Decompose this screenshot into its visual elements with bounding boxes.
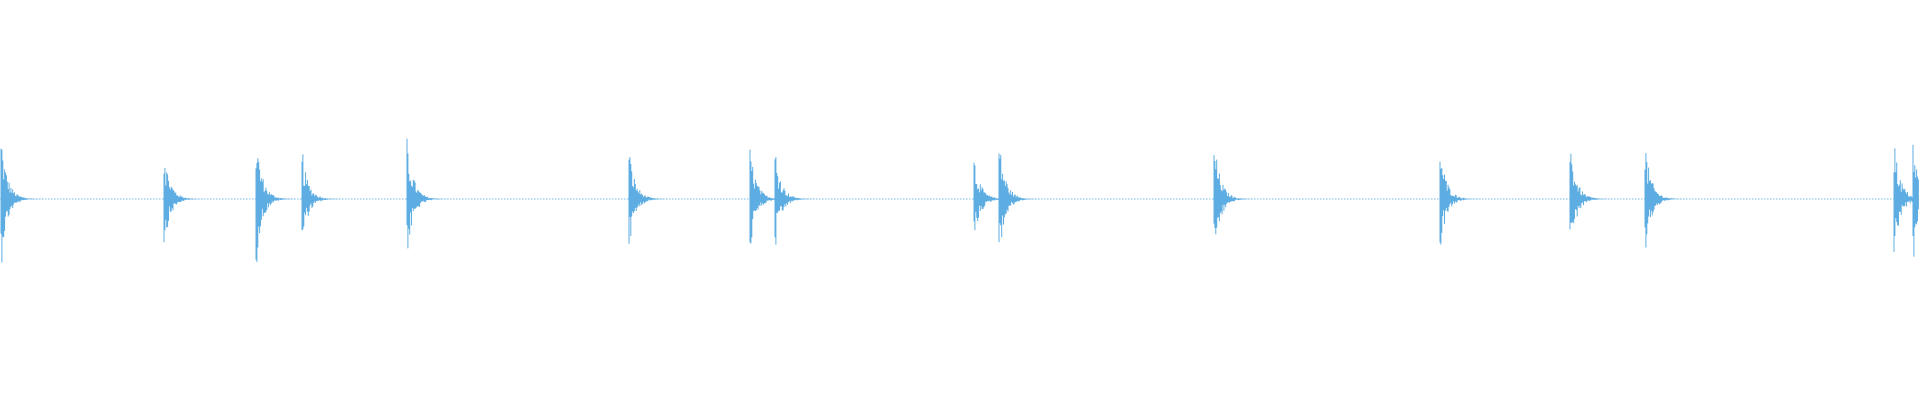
transient-envelope [1213,155,1264,235]
transient-hit [1644,153,1695,248]
transient-envelope [1439,161,1490,245]
transient-hit [1912,144,1919,257]
transient-hit [1213,155,1264,235]
transient-hit [998,153,1049,243]
transient-hit [406,138,457,249]
transient-hit [0,148,51,263]
transient-envelope [301,154,352,231]
transient-hit [301,154,352,231]
transient-envelope [774,156,825,245]
transient-hit [163,167,214,243]
transient-hit [1569,153,1620,230]
transient-envelope [1644,153,1695,248]
transient-envelope [406,138,457,249]
transient-hit [255,158,306,262]
transient-envelope [163,167,214,243]
transient-envelope [0,148,51,263]
transient-envelope [1569,153,1620,230]
transient-hit [628,157,679,244]
waveform-transients [0,138,1919,263]
transient-hit [1439,161,1490,245]
transient-envelope [255,158,306,262]
transient-envelope [628,157,679,244]
transient-envelope [1912,144,1919,257]
transient-envelope [998,153,1049,243]
transient-hit [774,156,825,245]
